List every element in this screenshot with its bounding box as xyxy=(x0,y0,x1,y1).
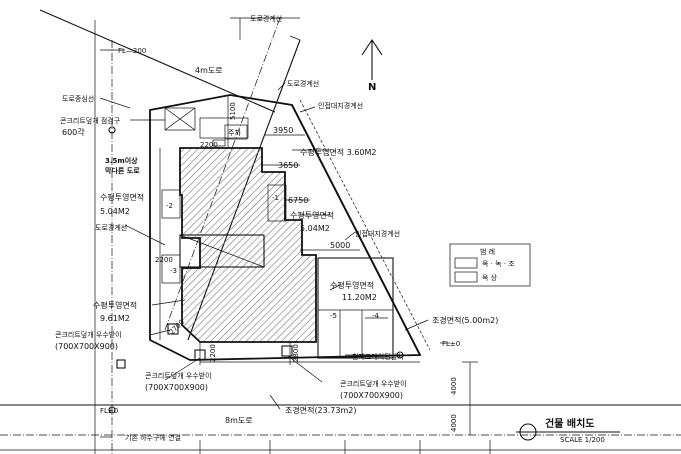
label-adjacent-boundary-2: 인접대지경계선 xyxy=(355,229,400,238)
label-dim-2200-top: 2200 xyxy=(200,141,218,149)
svg-text:-2: -2 xyxy=(166,202,173,210)
adjacent-boundary-dashed xyxy=(299,99,431,351)
leader-lines xyxy=(99,35,450,438)
water-meter-box xyxy=(164,107,196,131)
label-drain-c-size: (700X700X900) xyxy=(340,391,403,400)
label-dim-6750: 6750 xyxy=(288,196,308,205)
label-dim-2800: 2800 xyxy=(292,344,300,362)
label-road-west-a: 3.5m이상 xyxy=(105,156,138,165)
label-fl-right: FL±0 xyxy=(442,340,460,348)
label-steel-grating: 철제그레이팅설치 xyxy=(352,352,404,361)
svg-text:-1: -1 xyxy=(272,194,279,202)
legend: 범 례 옥 · 녹 · 조 옥 상 xyxy=(449,243,531,287)
label-dim-2200-left: 2200 xyxy=(155,256,173,264)
label-permeable-area-4b: 11.20M2 xyxy=(342,293,377,302)
parking-outline xyxy=(317,257,394,359)
label-dim-5100: 5100 xyxy=(229,102,237,120)
label-water-meter-size: 600각 xyxy=(62,127,85,137)
legend-swatch-1 xyxy=(454,257,478,269)
label-permeable-area-1: 수평투영면적 3.60M2 xyxy=(300,147,377,157)
svg-text:-5: -5 xyxy=(330,312,337,320)
dimension-lines xyxy=(159,95,478,435)
label-permeable-area-3b: 5.04M2 xyxy=(300,224,330,233)
label-dim-3950: 3950 xyxy=(273,126,293,135)
svg-text:-3: -3 xyxy=(170,267,177,275)
text-labels: 도로경계선 FL—200 4m도로 도로경계선 도로중심선 콘크리트덮개 점검구… xyxy=(55,14,498,442)
label-water-meter: 콘크리트덮개 점검구 xyxy=(60,116,121,125)
label-drain-a: 콘크리트덮개 우수받이 xyxy=(55,330,122,339)
label-permeable-area-3a: 수평투영면적 xyxy=(290,210,334,220)
label-landscape-large: 조경면적(23.73m2) xyxy=(285,405,356,415)
label-road-south: 8m도로 xyxy=(225,416,253,425)
building-outline xyxy=(179,147,317,343)
label-road-boundary-ne: 도로경계선 xyxy=(287,79,319,88)
svg-text:-4: -4 xyxy=(372,312,380,320)
label-permeable-area-4a: 수평투영면적 xyxy=(330,280,374,290)
drain-box-2 xyxy=(281,345,293,357)
north-arrow-icon: N xyxy=(361,39,383,93)
porch-step-3 xyxy=(267,184,287,222)
porch-step-1 xyxy=(161,189,181,219)
label-connect-sewer: 기존 하수구에 연결 xyxy=(125,433,181,442)
site-boundary xyxy=(149,94,422,361)
storage-box xyxy=(199,117,249,139)
label-permeable-area-2a: 수평투영면적 xyxy=(100,192,144,202)
label-permeable-area-5b: 9.61M2 xyxy=(100,314,130,323)
drain-box-4 xyxy=(116,359,126,369)
legend-box xyxy=(449,243,531,287)
label-road-centerline: 도로중심선 xyxy=(62,94,94,103)
drain-markers xyxy=(108,126,404,414)
legend-swatch-2 xyxy=(454,271,478,283)
label-landscape-small: 조경면적(5.00m2) xyxy=(432,315,498,325)
label-dim-5000: 5000 xyxy=(330,241,350,250)
drawing-scale: SCALE 1/200 xyxy=(560,436,605,444)
top-structures: 주차 xyxy=(164,107,249,147)
label-road-west-b: 막다른 도로 xyxy=(105,166,140,175)
label-permeable-area-2b: 5.04M2 xyxy=(100,207,130,216)
road-edge-diagonal xyxy=(39,9,276,113)
building-footprint xyxy=(161,147,317,343)
porch-step-2 xyxy=(161,254,181,284)
drawing-title: 건물 배치도 xyxy=(545,417,594,430)
legend-item-1: 옥 · 녹 · 조 xyxy=(482,260,515,268)
label-drain-b-size: (700X700X900) xyxy=(145,383,208,392)
label-road-boundary-top: 도로경계선 xyxy=(250,14,282,23)
label-drain-b: 콘크리트덮개 우수받이 xyxy=(145,371,212,380)
label-road-boundary-w: 도로경계선 xyxy=(95,223,127,232)
label-adjacent-boundary-1: 인접대지경계선 xyxy=(318,101,363,110)
svg-text:주차: 주차 xyxy=(228,128,241,137)
label-dim-4000-b: 4000 xyxy=(450,414,458,432)
legend-item-2: 옥 상 xyxy=(482,273,498,282)
label-dim-2200-bottom: 2200 xyxy=(209,344,217,362)
label-permeable-area-5a: 수평투영면적 xyxy=(93,300,137,310)
building-hatch xyxy=(180,148,316,342)
north-label: N xyxy=(368,82,376,93)
title-block: 건물 배치도 SCALE 1/200 xyxy=(516,417,620,444)
legend-title: 범 례 xyxy=(480,247,495,256)
parking-area: -5 -4 xyxy=(317,257,394,359)
label-dim-3650: 3650 xyxy=(278,161,298,170)
label-road-north: 4m도로 xyxy=(195,66,223,75)
label-fl-left: FL±0 xyxy=(100,407,118,415)
inner-void xyxy=(179,234,265,268)
label-dim-4000-a: 4000 xyxy=(450,377,458,395)
label-drain-c: 콘크리트덮개 우수받이 xyxy=(340,379,407,388)
label-fl-top: FL—200 xyxy=(118,47,146,55)
drain-box-1 xyxy=(167,323,179,335)
label-drain-a-size: (700X700X900) xyxy=(55,342,118,351)
